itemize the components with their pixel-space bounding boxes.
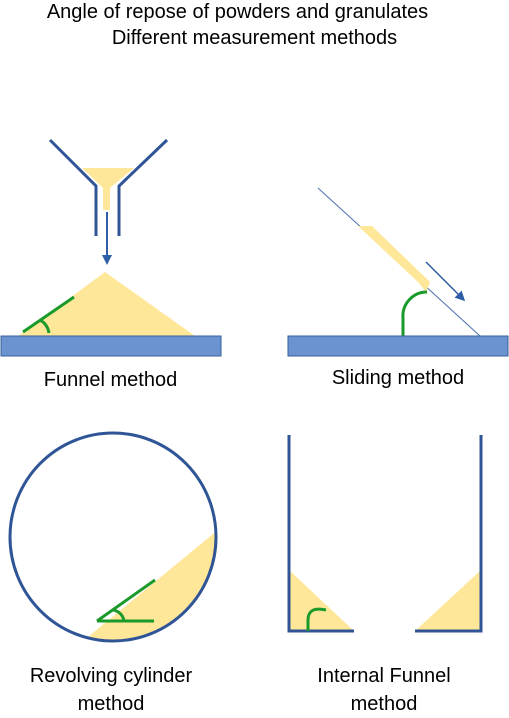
revolving-cylinder-figure bbox=[8, 431, 218, 643]
internal-funnel-label-line-1: Internal Funnel bbox=[317, 665, 451, 687]
sliding-method-figure bbox=[287, 187, 509, 357]
funnel-powder bbox=[82, 168, 134, 210]
revolving-powder bbox=[60, 520, 216, 641]
sliding-angle-arc bbox=[401, 290, 428, 336]
internal-container-left bbox=[287, 435, 354, 633]
revolving-cylinder-label-line-2: method bbox=[77, 693, 145, 715]
revolving-angle-line bbox=[96, 578, 156, 623]
sliding-motion-arrow bbox=[425, 261, 466, 302]
funnel-angle-line bbox=[22, 295, 75, 334]
internal-powder-right bbox=[415, 570, 481, 631]
funnel-right-wall bbox=[117, 138, 169, 236]
revolving-cylinder-outline bbox=[8, 431, 218, 643]
revolving-cylinder-label-line-1: Revolving cylinder bbox=[29, 665, 193, 687]
funnel-left-wall bbox=[48, 138, 98, 236]
title-line-2: Different measurement methods bbox=[111, 27, 398, 49]
internal-angle-arc bbox=[306, 607, 327, 631]
funnel-base-plate bbox=[0, 335, 222, 357]
funnel-powder-heap bbox=[18, 272, 195, 336]
title-line-1: Angle of repose of powders and granulate… bbox=[46, 1, 429, 23]
internal-funnel-label-line-2: method bbox=[350, 693, 418, 715]
funnel-method-figure bbox=[0, 138, 222, 357]
sliding-method-label: Sliding method bbox=[331, 367, 465, 389]
sliding-base-plate bbox=[287, 335, 509, 357]
funnel-angle-arc bbox=[39, 318, 51, 334]
sliding-powder bbox=[358, 226, 430, 292]
internal-powder-left bbox=[289, 570, 354, 631]
internal-container-right bbox=[415, 435, 483, 633]
funnel-method-label: Funnel method bbox=[43, 369, 178, 391]
revolving-angle-arc bbox=[112, 608, 126, 622]
internal-funnel-figure bbox=[287, 435, 483, 633]
